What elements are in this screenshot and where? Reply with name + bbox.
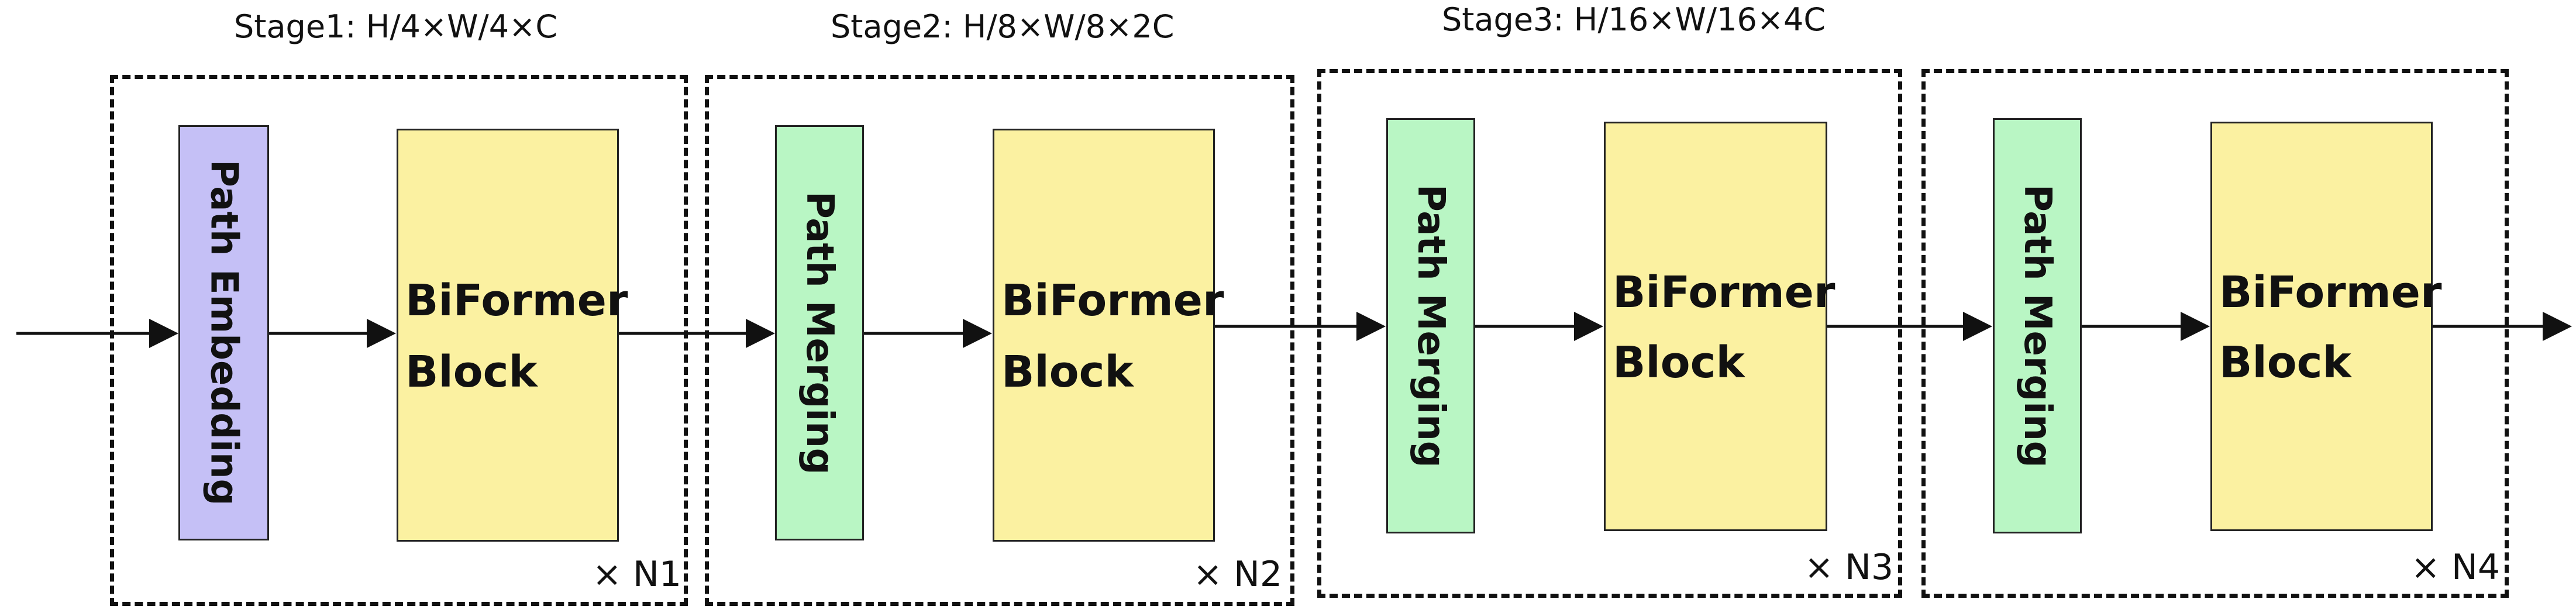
path-embedding-label: Path Embedding	[202, 160, 246, 506]
stage3-biformer-line1: BiFormer	[1613, 267, 1835, 318]
stage2-box: × N2	[705, 75, 1294, 606]
stage1-biformer-block: BiFormer Block	[397, 129, 628, 542]
stage3-biformer-block: BiFormer Block	[1604, 122, 1835, 531]
stage4-biformer-block: BiFormer Block	[2210, 122, 2441, 531]
stage3-box: × N3	[1317, 69, 1902, 598]
stage4-biformer-line2: Block	[2219, 338, 2351, 388]
stage1-label: Stage1: H/4×W/4×C	[234, 8, 558, 45]
stage1-repeat: × N1	[592, 554, 681, 595]
stage2-repeat: × N2	[1193, 554, 1282, 595]
stage4-repeat: × N4	[2410, 547, 2500, 588]
stage1-biformer-line1: BiFormer	[405, 275, 628, 326]
stage3-repeat: × N3	[1804, 547, 1893, 588]
stage2-label: Stage2: H/8×W/8×2C	[831, 8, 1175, 45]
stage2-biformer-line2: Block	[1001, 347, 1134, 397]
stage2-path-merging-block: Path Merging	[775, 125, 864, 540]
stage3-biformer-line2: Block	[1613, 338, 1745, 388]
stage1-biformer-line2: Block	[405, 347, 538, 397]
stage4-path-merging-label: Path Merging	[2016, 184, 2059, 468]
stage2-biformer-block: BiFormer Block	[993, 129, 1224, 542]
stage1-box: × N1	[110, 75, 688, 606]
stage3-path-merging-block: Path Merging	[1386, 118, 1475, 533]
stage4-path-merging-block: Path Merging	[1993, 118, 2082, 533]
stage3-label: Stage3: H/16×W/16×4C	[1442, 1, 1826, 38]
stage2-path-merging-label: Path Merging	[798, 191, 841, 475]
stage4-biformer-line1: BiFormer	[2219, 267, 2442, 318]
stage4-box: × N4	[1921, 69, 2509, 598]
stage3-path-merging-label: Path Merging	[1409, 184, 1452, 468]
path-embedding-block: Path Embedding	[178, 125, 269, 540]
stage2-biformer-line1: BiFormer	[1001, 275, 1224, 326]
